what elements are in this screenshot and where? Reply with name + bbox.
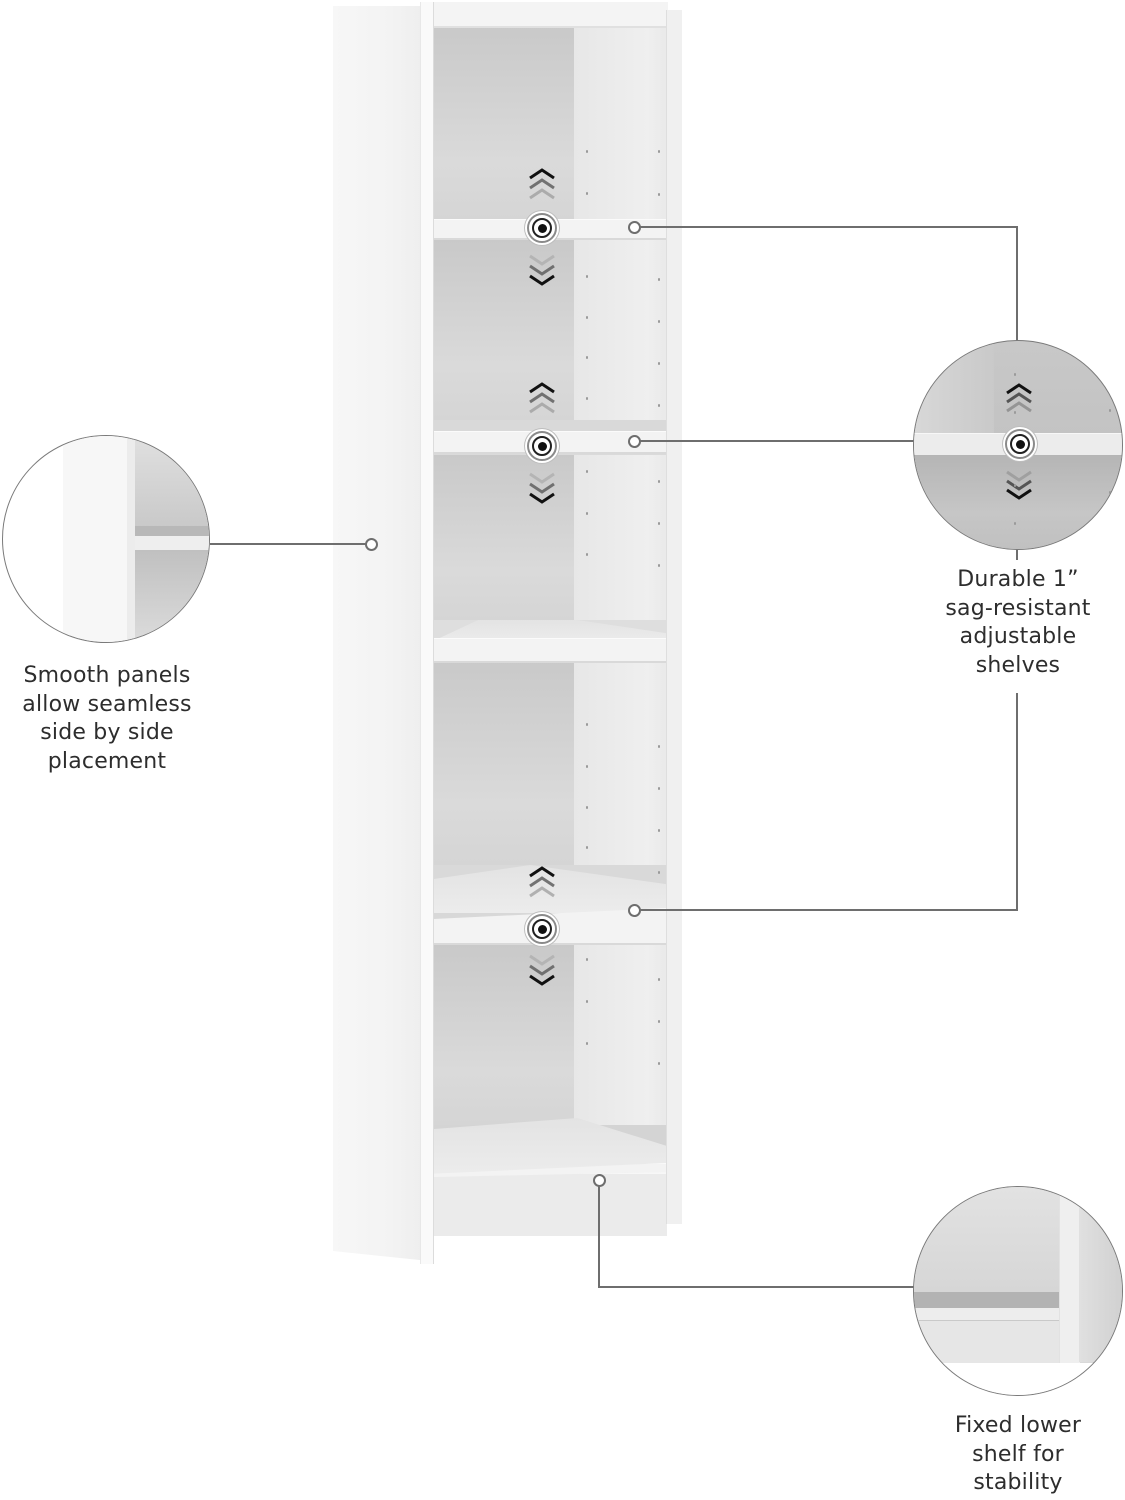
side-panel-detail-zoom xyxy=(2,435,210,643)
up-chevron-icon xyxy=(529,382,555,414)
caption-line: side by side xyxy=(40,720,174,745)
bookcase-top xyxy=(430,2,668,28)
back-wall xyxy=(431,945,574,1125)
up-chevron-icon xyxy=(529,866,555,898)
callout-anchor-shelf-3 xyxy=(628,904,641,917)
caption-line: stability xyxy=(973,1470,1063,1495)
caption-line: shelf for xyxy=(972,1441,1064,1467)
fixed-middle-shelf xyxy=(431,638,667,663)
caption-smooth-panels: Smooth panels allow seamless side by sid… xyxy=(0,662,214,776)
shelf-pin-target-icon xyxy=(527,914,557,944)
bookcase-side-panel xyxy=(333,6,429,1261)
caption-line: allow seamless xyxy=(22,691,192,717)
shelf-top-surface xyxy=(431,620,667,642)
caption-line: sag-resistant xyxy=(945,595,1091,621)
caption-line: shelves xyxy=(975,652,1061,678)
inner-side-wall xyxy=(574,945,667,1125)
adjustable-shelf-detail-zoom xyxy=(913,340,1123,550)
down-chevron-icon xyxy=(529,954,555,986)
up-chevron-icon xyxy=(1006,383,1032,413)
fixed-shelf-detail-zoom xyxy=(913,1186,1123,1396)
caption-line: placement xyxy=(47,748,167,774)
inner-side-wall xyxy=(574,660,667,865)
caption-adjustable-shelves: Durable 1” sag-resistant adjustable shel… xyxy=(913,566,1123,680)
shelf-pin-target-icon xyxy=(527,213,557,243)
front-left-edge xyxy=(420,2,434,1264)
inner-side-wall xyxy=(574,240,667,420)
callout-anchor-fixed-shelf xyxy=(593,1174,606,1187)
caption-line: adjustable xyxy=(959,624,1077,649)
callout-anchor-shelf-2 xyxy=(628,435,641,448)
shelf-pin-target-icon xyxy=(1005,429,1035,459)
caption-line: Smooth panels xyxy=(23,663,191,688)
down-chevron-icon xyxy=(1006,470,1032,500)
down-chevron-icon xyxy=(529,254,555,286)
callout-anchor-side-panel xyxy=(365,538,378,551)
front-right-edge xyxy=(666,10,682,1224)
back-wall xyxy=(431,455,574,620)
caption-line: Durable 1” xyxy=(957,567,1079,592)
caption-fixed-lower-shelf: Fixed lower shelf for stability xyxy=(913,1412,1123,1498)
caption-line: Fixed lower xyxy=(954,1413,1082,1438)
up-chevron-icon xyxy=(529,168,555,200)
down-chevron-icon xyxy=(529,472,555,504)
shelf-pin-target-icon xyxy=(527,431,557,461)
back-wall xyxy=(431,660,574,865)
callout-anchor-shelf-1 xyxy=(628,221,641,234)
base-kick-plate xyxy=(431,1172,667,1236)
inner-side-wall xyxy=(574,26,667,220)
inner-side-wall xyxy=(574,455,667,620)
back-wall xyxy=(431,26,574,220)
